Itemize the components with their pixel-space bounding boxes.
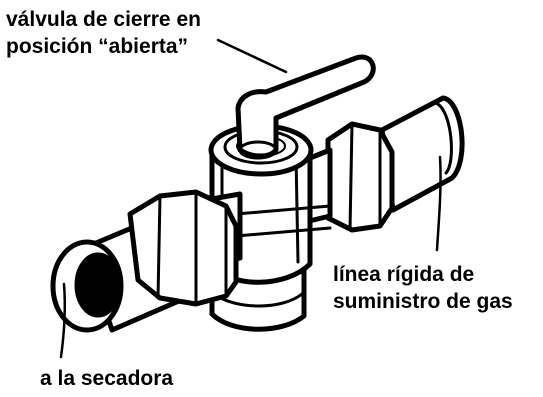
gas-label-line-2: suministro de gas bbox=[333, 290, 513, 313]
left-flare-nut bbox=[127, 189, 239, 307]
dryer-leader-line bbox=[59, 282, 67, 359]
valve-handle bbox=[235, 54, 376, 160]
valve-leader-line bbox=[216, 38, 288, 74]
gas-label-line-1: línea rígida de bbox=[333, 263, 475, 286]
dryer-label: a la secadora bbox=[40, 365, 173, 392]
dryer-label-text: a la secadora bbox=[40, 367, 174, 390]
valve-label-line-1: válvula de cierre en bbox=[6, 8, 201, 31]
gas-line-label: línea rígida de suministro de gas bbox=[333, 261, 513, 315]
leader-lines bbox=[59, 38, 442, 359]
gas-supply-pipe bbox=[379, 95, 465, 213]
valve-label-line-2: posición “abierta” bbox=[6, 35, 189, 58]
valve-position-label: válvula de cierre en posición “abierta” bbox=[6, 6, 201, 60]
right-flare-nut bbox=[325, 121, 395, 233]
gas-line-leader-line bbox=[435, 155, 442, 252]
